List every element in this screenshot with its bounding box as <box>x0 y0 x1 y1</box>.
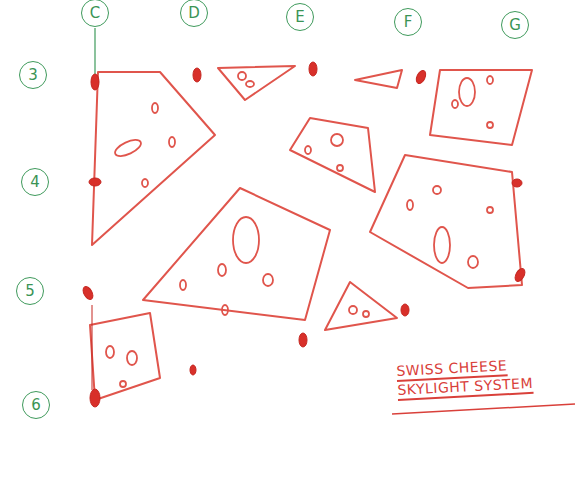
grid-label: 4 <box>30 175 40 190</box>
grid-bubble: D <box>180 0 208 27</box>
grid-label: F <box>404 15 413 30</box>
grid-label: E <box>295 10 304 25</box>
grid-bubble: C <box>81 0 109 27</box>
grid-label: D <box>188 6 200 21</box>
grid-label: 5 <box>25 284 35 299</box>
skylight-panel <box>90 313 160 400</box>
cheese-hole <box>487 122 493 128</box>
grid-bubble: 6 <box>22 391 50 419</box>
grid-label: C <box>90 6 100 21</box>
cheese-hole <box>238 72 246 80</box>
cheese-hole <box>305 146 311 154</box>
column-markers <box>81 28 527 407</box>
cheese-hole <box>459 78 475 106</box>
sketch-title: SWISS CHEESE SKYLIGHT SYSTEM <box>396 353 563 399</box>
cheese-hole <box>468 256 478 268</box>
grid-bubble: E <box>286 3 314 31</box>
skylight-panel <box>290 118 375 192</box>
grid-bubble: 4 <box>21 168 49 196</box>
skylight-panel <box>370 155 522 288</box>
cheese-hole <box>127 351 137 365</box>
skylight-panel <box>430 70 532 145</box>
cheese-hole <box>142 179 148 187</box>
cheese-hole <box>452 100 458 108</box>
cheese-hole <box>113 137 143 160</box>
cheese-hole <box>218 264 226 276</box>
cheese-holes <box>106 72 493 387</box>
column-marker <box>89 178 101 186</box>
cheese-hole <box>169 137 175 147</box>
grid-label: 6 <box>31 398 41 413</box>
column-marker <box>309 62 317 76</box>
title-underline <box>392 404 575 414</box>
cheese-hole <box>363 311 369 317</box>
column-marker <box>414 69 427 85</box>
cheese-hole <box>331 134 343 146</box>
cheese-hole <box>263 274 273 286</box>
column-marker <box>513 267 527 283</box>
grid-bubble: F <box>394 8 422 36</box>
column-marker <box>512 179 522 187</box>
column-marker <box>91 74 99 90</box>
cheese-hole <box>349 306 357 314</box>
skylight-panel <box>325 282 397 330</box>
cheese-hole <box>120 381 126 387</box>
cheese-hole <box>487 76 493 84</box>
cheese-hole <box>180 280 186 290</box>
skylight-panel <box>218 66 295 100</box>
cheese-hole <box>433 186 441 194</box>
grid-label: G <box>509 18 521 33</box>
column-marker <box>193 68 201 82</box>
underline-stroke <box>392 404 575 414</box>
column-marker <box>81 285 95 301</box>
skylight-panels <box>90 66 532 400</box>
cheese-hole <box>246 81 254 87</box>
cheese-hole <box>222 305 228 315</box>
column-marker <box>190 365 196 375</box>
grid-bubble: 3 <box>19 61 47 89</box>
cheese-hole <box>434 227 450 263</box>
column-marker <box>90 389 100 407</box>
cheese-hole <box>487 207 493 213</box>
cheese-hole <box>337 165 343 171</box>
skylight-panel <box>143 188 330 320</box>
grid-bubble: 5 <box>16 277 44 305</box>
cheese-hole <box>152 103 158 113</box>
cheese-hole <box>233 217 259 263</box>
skylight-panel <box>92 72 215 245</box>
skylight-panel <box>355 70 402 88</box>
grid-line <box>92 305 93 390</box>
column-marker <box>299 333 307 347</box>
cheese-hole <box>407 200 413 210</box>
grid-line <box>94 28 95 74</box>
column-marker <box>401 304 409 316</box>
cheese-hole <box>106 346 114 358</box>
grid-label: 3 <box>28 68 38 83</box>
grid-bubble: G <box>501 11 529 39</box>
